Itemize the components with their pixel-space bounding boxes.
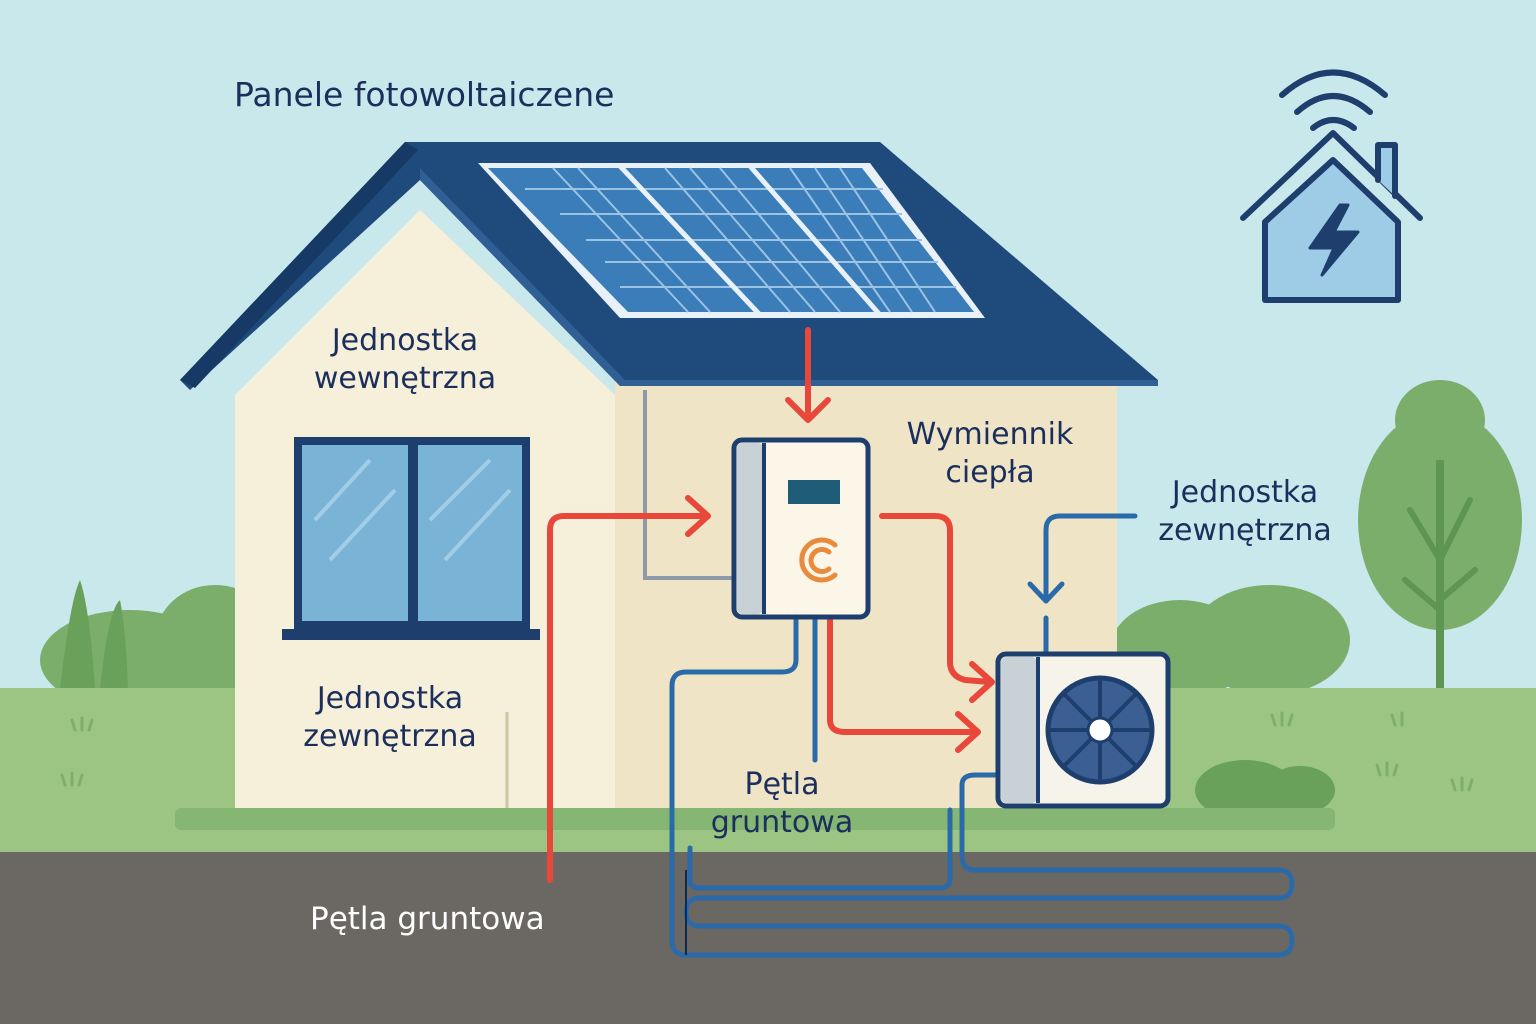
hot-pipes: [547, 327, 995, 883]
label-heat-exchanger-line1: Wymiennik: [906, 417, 1074, 452]
cold-pipes: [669, 513, 1295, 958]
label-outdoor-unit-left-line2: zewnętrzna: [303, 718, 477, 754]
window: [282, 437, 540, 640]
label-outdoor-unit-right-line1: Jednostka: [1171, 475, 1319, 510]
label-ground-loop-center-line1: Pętla: [744, 767, 820, 802]
house-foundation: [175, 808, 1335, 830]
label-outdoor-unit-left: Jednostka zewnętrzna: [270, 680, 510, 755]
fan-icon: [1045, 675, 1155, 785]
label-outdoor-unit-right: Jednostka zewnętrzna: [1135, 474, 1355, 549]
tree: [1358, 380, 1522, 690]
label-heat-exchanger-line2: ciepła: [945, 454, 1035, 490]
label-indoor-unit-line1: Jednostka: [331, 323, 479, 358]
label-outdoor-unit-right-line2: zewnętrzna: [1158, 512, 1332, 548]
label-indoor-unit-line2: wewnętrzna: [313, 360, 497, 396]
label-ground-loop-center: Pętla gruntowa: [682, 766, 882, 841]
outdoor-unit: [995, 651, 1171, 809]
grass-tufts: [60, 711, 1474, 792]
gray-pipe: [643, 390, 735, 580]
roof-edge: [180, 142, 418, 388]
display-screen: [788, 480, 840, 504]
label-ground-loop-bottom: Pętla gruntowa: [310, 901, 545, 937]
label-ground-loop-center-line2: gruntowa: [710, 804, 854, 840]
label-indoor-unit: Jednostka wewnętrzna: [285, 322, 525, 397]
c-logo-icon: [799, 537, 838, 583]
smart-home-wifi-bolt-icon: [1240, 69, 1423, 303]
label-heat-exchanger: Wymiennik ciepła: [880, 416, 1100, 491]
solar-panels: [478, 163, 985, 318]
bush-front-right: [1195, 760, 1335, 820]
label-outdoor-unit-left-line1: Jednostka: [316, 681, 464, 716]
ground: [0, 852, 1536, 1024]
indoor-unit: [731, 437, 871, 620]
label-pv-panels: Panele fotowoltaiczene: [234, 75, 615, 114]
